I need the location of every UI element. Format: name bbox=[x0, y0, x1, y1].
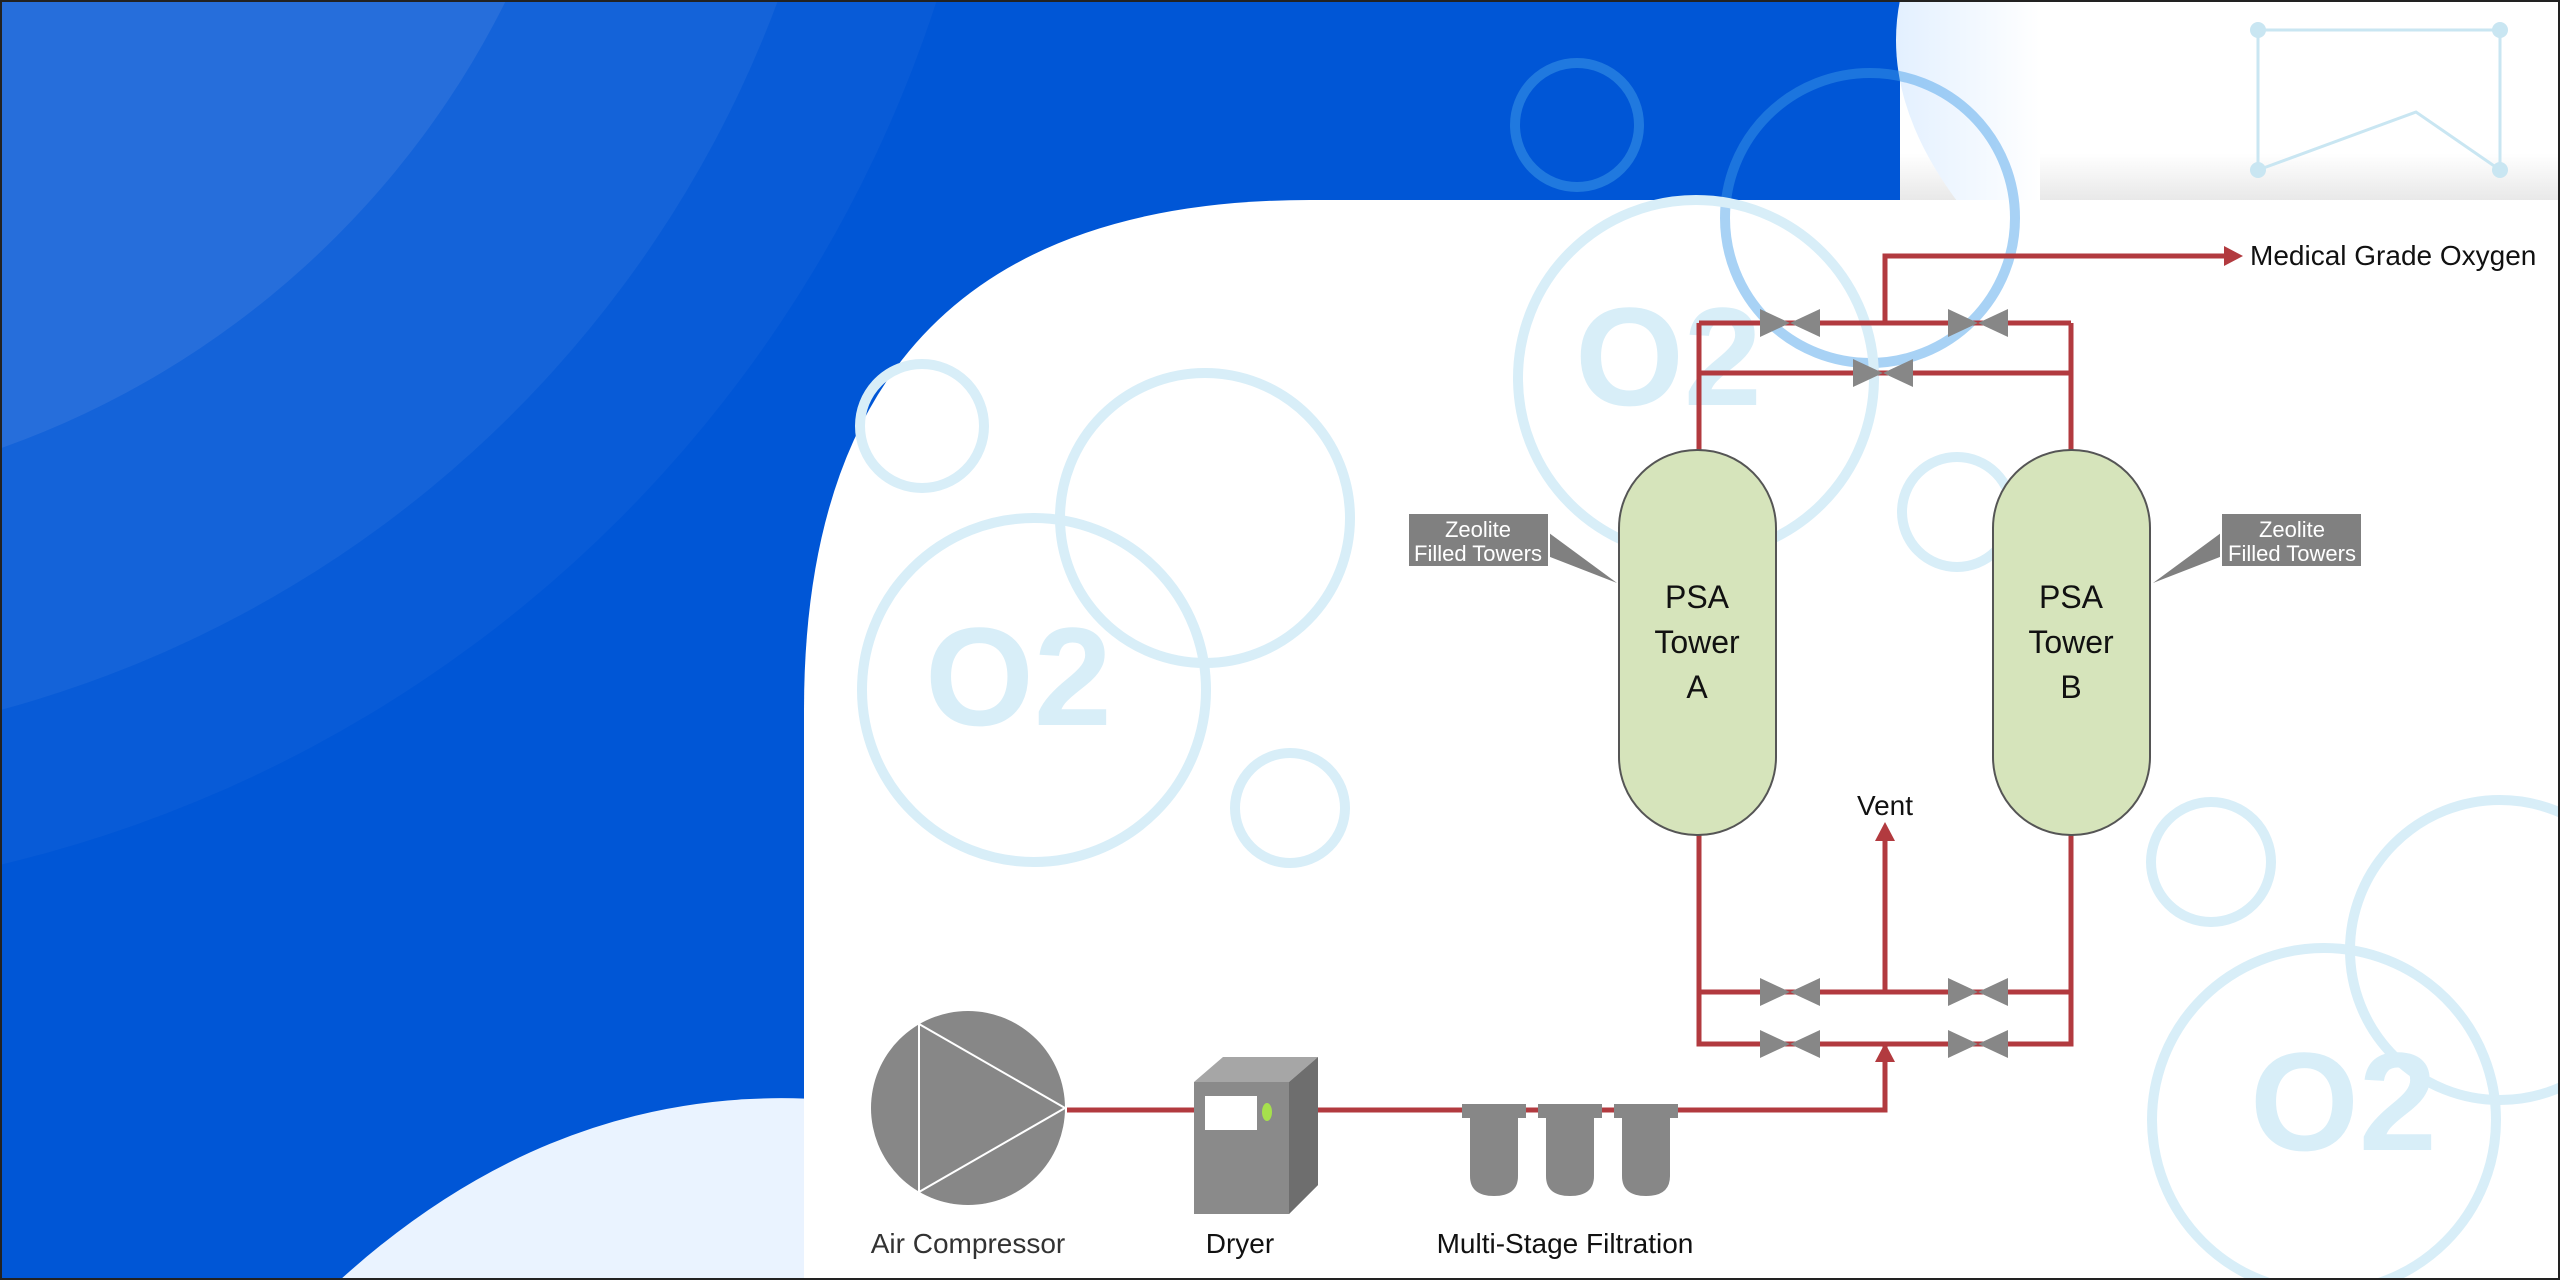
valve-right bbox=[1978, 1030, 2008, 1058]
tower-b-vessel bbox=[1992, 449, 2151, 836]
watermark-o-2: O2 bbox=[925, 598, 1112, 755]
tower-b-label-line2: Tower bbox=[2028, 624, 2114, 660]
callout-right-box bbox=[2220, 512, 2363, 568]
filter-2-cap bbox=[1538, 1104, 1602, 1118]
filter-1-bowl bbox=[1470, 1118, 1518, 1196]
valve-right bbox=[1978, 978, 2008, 1006]
callout-right: Zeolite Filled Towers bbox=[2153, 512, 2363, 583]
valve-left bbox=[1853, 359, 1883, 387]
psa-tower-a: PSA Tower A bbox=[1618, 449, 1777, 836]
valves bbox=[1760, 309, 2008, 1058]
tower-a-vessel bbox=[1618, 449, 1777, 836]
component-labels: Air Compressor Dryer Multi-Stage Filtrat… bbox=[871, 240, 2537, 1259]
callout-left: Zeolite Filled Towers bbox=[1407, 512, 1617, 583]
hex-network bbox=[2256, 28, 2502, 172]
watermark-o2: O2 O2 O2 bbox=[925, 278, 2437, 1180]
air-compressor bbox=[871, 1011, 1068, 1205]
hex-nodes bbox=[2250, 22, 2508, 178]
valve-right bbox=[1978, 309, 2008, 337]
dryer-side bbox=[1289, 1057, 1318, 1214]
compressor-body bbox=[871, 1011, 1065, 1205]
tower-a-label-line3: A bbox=[1686, 669, 1708, 705]
filter-3-bowl bbox=[1622, 1118, 1670, 1196]
valve-right bbox=[1790, 309, 1820, 337]
filter-1-cap bbox=[1462, 1104, 1526, 1118]
tower-a-label-line2: Tower bbox=[1654, 624, 1740, 660]
dryer-indicator bbox=[1262, 1103, 1272, 1121]
vent-arrow bbox=[1875, 822, 1895, 841]
valve-right bbox=[1790, 1030, 1820, 1058]
callout-right-pointer bbox=[2153, 530, 2225, 583]
glow-circle-2 bbox=[0, 0, 778, 711]
oxygen-output-label: Medical Grade Oxygen bbox=[2250, 240, 2536, 271]
multi-stage-filtration bbox=[1462, 1104, 1678, 1196]
valve-left bbox=[1948, 1030, 1978, 1058]
feed-pipe bbox=[1067, 1060, 1888, 1113]
callout-left-line1: Zeolite bbox=[1445, 517, 1511, 542]
valve-left bbox=[1760, 1030, 1790, 1058]
vent-label: Vent bbox=[1857, 790, 1913, 821]
watermark-bubbles bbox=[855, 58, 2560, 1280]
psa-tower-b: PSA Tower B bbox=[1992, 449, 2151, 836]
dryer bbox=[1194, 1057, 1318, 1214]
callout-left-box bbox=[1407, 512, 1550, 568]
filter-3-cap bbox=[1614, 1104, 1678, 1118]
valve-right bbox=[1790, 978, 1820, 1006]
air-compressor-label: Air Compressor bbox=[871, 1228, 1065, 1259]
glow-circle-1 bbox=[0, 0, 507, 449]
valve-left bbox=[1760, 978, 1790, 1006]
panel-fade bbox=[1896, 0, 2040, 205]
watermark-o-1: O2 bbox=[1575, 278, 1762, 435]
tower-a-label: PSA Tower A bbox=[1654, 579, 1740, 705]
tower-b-label: PSA Tower B bbox=[2028, 579, 2114, 705]
callout-left-pointer bbox=[1545, 530, 1617, 583]
filter-2-bowl bbox=[1546, 1118, 1594, 1196]
callout-right-line2: Filled Towers bbox=[2228, 541, 2356, 566]
oxygen-arrow bbox=[2224, 246, 2243, 266]
compressor-triangle bbox=[918, 1022, 1068, 1194]
tower-b-label-line3: B bbox=[2060, 669, 2081, 705]
arrowheads bbox=[1875, 246, 2243, 1062]
valve-left bbox=[1948, 309, 1978, 337]
oxygen-outlet-pipe bbox=[1882, 253, 2230, 323]
dryer-display bbox=[1205, 1096, 1257, 1130]
watermark-o-3: O2 bbox=[2250, 1023, 2437, 1180]
feed-arrow bbox=[1875, 1043, 1895, 1062]
valve-left bbox=[1760, 309, 1790, 337]
tower-a-label-line1: PSA bbox=[1665, 579, 1730, 615]
valve-left bbox=[1948, 978, 1978, 1006]
dryer-top bbox=[1194, 1057, 1318, 1082]
valve-right bbox=[1883, 359, 1913, 387]
tower-b-label-line1: PSA bbox=[2039, 579, 2104, 615]
callout-right-line1: Zeolite bbox=[2259, 517, 2325, 542]
callout-left-line2: Filled Towers bbox=[1414, 541, 1542, 566]
filtration-label: Multi-Stage Filtration bbox=[1437, 1228, 1694, 1259]
dryer-label: Dryer bbox=[1206, 1228, 1274, 1259]
bottom-left-wave bbox=[340, 1098, 830, 1280]
